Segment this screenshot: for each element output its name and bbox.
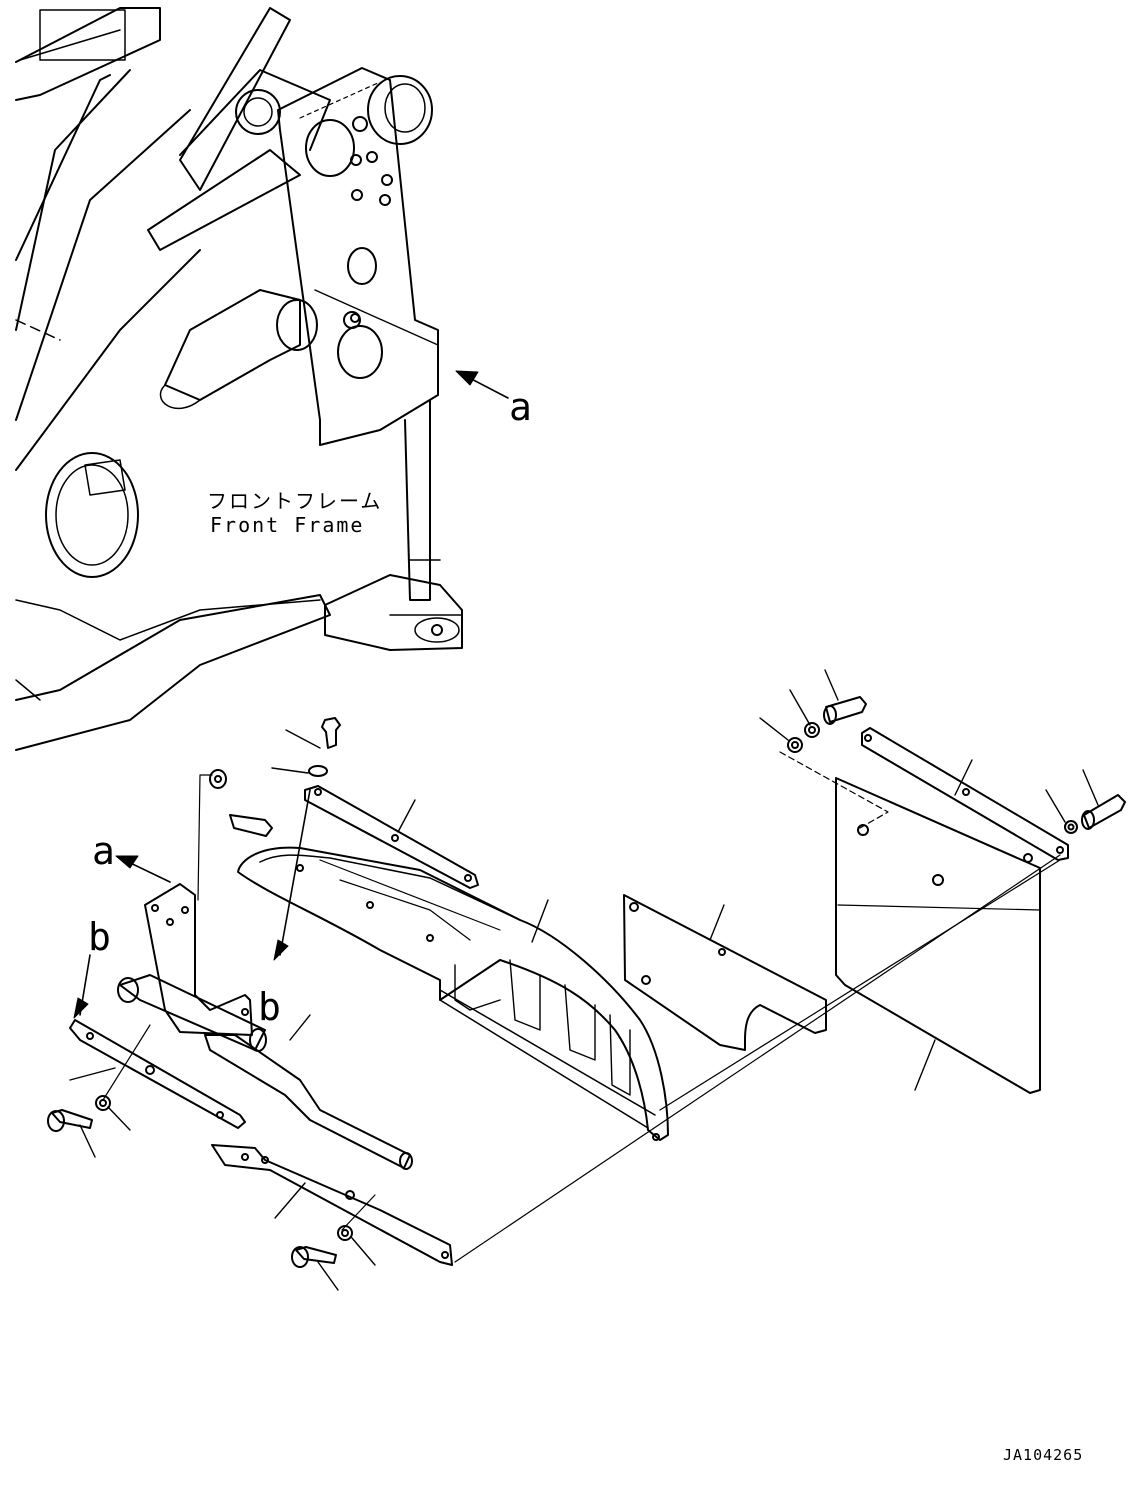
front-frame <box>15 7 509 751</box>
fender <box>209 717 669 1141</box>
connecting-lines <box>454 854 1061 1263</box>
drawing-code: JA104265 <box>1003 1446 1084 1464</box>
left-bracket-assembly <box>47 774 453 1291</box>
side-plate <box>623 894 827 1051</box>
front-frame-label-en: Front Frame <box>210 513 365 537</box>
callout-a-top: a <box>509 385 532 429</box>
callout-b-mid: b <box>258 985 281 1029</box>
callout-b-left: b <box>88 915 111 959</box>
callout-a-left: a <box>92 829 115 873</box>
front-frame-label-ja: フロントフレーム <box>207 489 383 513</box>
mud-flap <box>759 669 1126 1094</box>
